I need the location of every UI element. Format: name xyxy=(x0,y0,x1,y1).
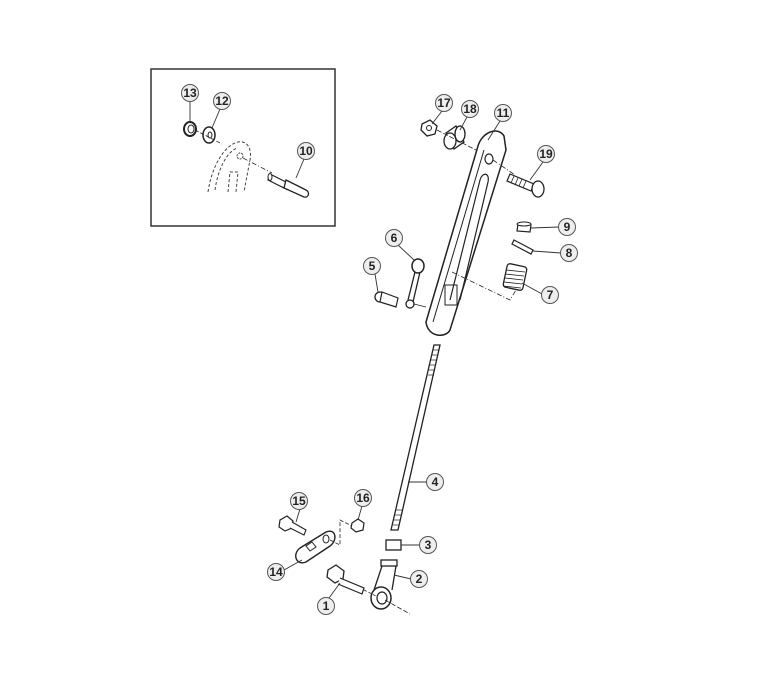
callout-18: 18 xyxy=(461,100,479,118)
callout-label: 2 xyxy=(416,572,423,586)
callout-14: 14 xyxy=(267,563,285,581)
callout-15: 15 xyxy=(290,492,308,510)
callout-3: 3 xyxy=(419,536,437,554)
callout-markers: 13 12 10 17 18 11 19 9 8 7 6 5 4 15 16 3 2 14 1 xyxy=(181,84,578,615)
washer-part xyxy=(202,126,216,144)
nut-part xyxy=(420,119,438,137)
callout-label: 12 xyxy=(215,94,229,108)
callout-label: 4 xyxy=(432,475,439,489)
rod-pin-part xyxy=(511,239,534,255)
callout-5: 5 xyxy=(363,257,381,275)
plate-part xyxy=(295,530,336,564)
leader-lines xyxy=(189,101,562,599)
callout-12: 12 xyxy=(213,92,231,110)
callout-13: 13 xyxy=(181,84,199,102)
callout-4: 4 xyxy=(426,473,444,491)
spacer-part xyxy=(443,125,466,150)
callout-label: 8 xyxy=(566,246,573,260)
threaded-rod-part xyxy=(390,344,441,531)
cap-part xyxy=(516,221,532,233)
ball-stud-part xyxy=(374,291,399,308)
rod-end-part xyxy=(370,559,398,610)
pin-part xyxy=(267,173,310,198)
callout-16: 16 xyxy=(354,489,372,507)
carriage-bolt-part xyxy=(506,173,545,198)
link-part xyxy=(405,258,425,309)
spring-part xyxy=(502,263,528,291)
callout-label: 10 xyxy=(299,144,313,158)
callout-6: 6 xyxy=(385,229,403,247)
callout-label: 18 xyxy=(463,102,477,116)
jam-nut-part xyxy=(385,539,402,551)
hex-bolt-small-part xyxy=(278,515,307,536)
lever-part xyxy=(425,130,507,336)
callout-2: 2 xyxy=(410,570,428,588)
callout-label: 1 xyxy=(323,599,330,613)
callout-19: 19 xyxy=(537,145,555,163)
callout-label: 7 xyxy=(547,288,554,302)
callout-label: 14 xyxy=(269,565,283,579)
callout-label: 3 xyxy=(425,538,432,552)
flange-nut-part xyxy=(350,518,365,533)
callout-9: 9 xyxy=(558,218,576,236)
callout-10: 10 xyxy=(297,142,315,160)
callout-label: 17 xyxy=(437,96,451,110)
callout-label: 9 xyxy=(564,220,571,234)
callout-label: 13 xyxy=(183,86,197,100)
shoulder-bolt-part xyxy=(326,564,365,595)
callout-label: 5 xyxy=(369,259,376,273)
callout-label: 6 xyxy=(391,231,398,245)
callout-7: 7 xyxy=(541,286,559,304)
callout-11: 11 xyxy=(494,104,512,122)
callout-8: 8 xyxy=(560,244,578,262)
callout-label: 16 xyxy=(356,491,370,505)
callout-label: 11 xyxy=(497,106,510,120)
callout-label: 19 xyxy=(539,147,553,161)
callout-1: 1 xyxy=(317,597,335,615)
callout-label: 15 xyxy=(292,494,306,508)
callout-17: 17 xyxy=(435,94,453,112)
